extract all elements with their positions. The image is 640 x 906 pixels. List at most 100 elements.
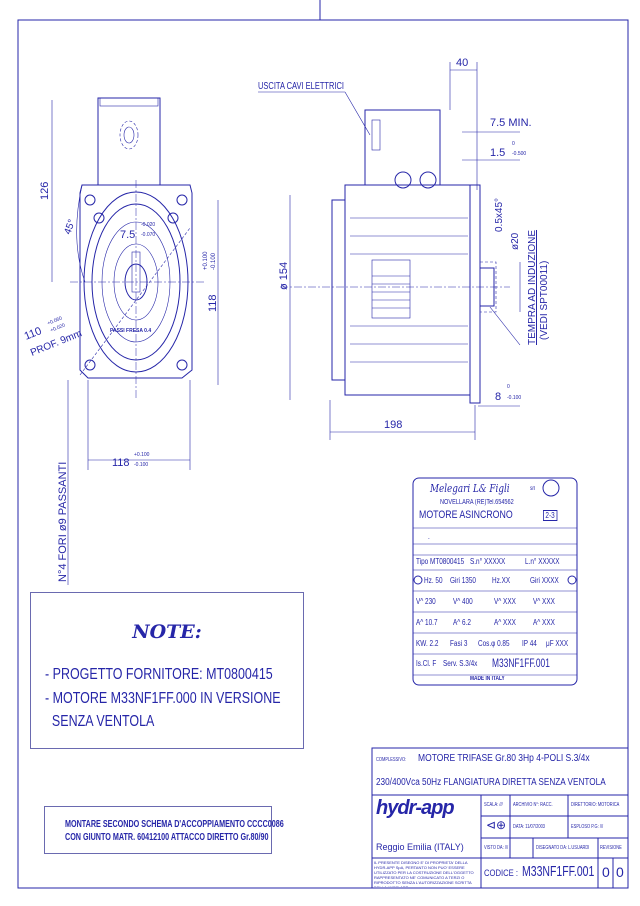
nameplate-maker: Melegari L& Figli [430,482,510,495]
side-flange [469,184,481,404]
dim-angle: 45° [62,218,78,236]
dim-diameter-20: ø20 [510,232,521,250]
cable-gland-hole [119,120,139,150]
dim-7-5-min: 7.5 MIN. [490,117,532,129]
nameplate-origin: MADE IN ITALY [470,676,505,682]
direttorio: DIRETTORIO: MOTORICA [571,802,620,808]
dim-diameter-154: ø 154 [278,262,290,290]
dim-chamfer: 0.5x45° [494,198,505,232]
nameplate-rivet-right [567,575,577,585]
nameplate-cell: Fasi 3 [450,639,468,648]
hydr-app-logo: hydr-app [376,797,455,819]
nameplate-grid [413,527,577,676]
nameplate-cell: V^ XXX [494,597,516,606]
visto: VISTO DA: /// [484,845,509,851]
front-view: 126 45° 7.5 -0.020 -0.070 118 +0.100 -0.… [23,97,219,585]
dim-118-horizontal: 118 [112,457,130,469]
esploso: ESPLOSO P.G: /// [571,824,604,830]
projection-symbol-icon: ⊲⊕ [486,818,507,832]
title-block-grid [371,747,629,889]
mounting-note-line: CON GIUNTO MATR. 60412100 ATTACCO DIRETT… [65,832,269,843]
nameplate-cell: S.n° XXXXX [470,557,506,566]
complesso-label: COMPLESSIVO: [376,757,407,763]
nameplate-outline [412,477,578,686]
ce-mark [542,479,560,497]
scala: SCALA: /// [484,802,503,808]
hardening-label: TEMPRA AD INDUZIONE [527,230,538,345]
location: Reggio Emilia (ITALY) [376,842,464,852]
nameplate-cell: V^ 400 [453,597,473,606]
side-view: USCITA CAVI ELETTRICI 40 7.5 MIN. 1.5 0 … [258,57,550,440]
dim-bore-tol-lower: +0.020 [50,322,67,333]
dim-keyway: 7.5 [120,229,135,241]
nameplate-cell: M33NF1FF.001 [492,656,550,670]
title-line-1: MOTORE TRIFASE Gr.80 3Hp 4-POLI S.3/4x [418,753,590,764]
nameplate-cell: L.n° XXXXX [525,557,560,566]
notes-title: NOTE: [132,621,202,643]
nameplate-cell: μF XXX [546,639,569,648]
motor-body [344,184,471,396]
dim-1-5-tol-upper: 0 [512,141,515,147]
dim-118-tol-upper: +0.100 [203,251,209,270]
cable-exit-label: USCITA CAVI ELETTRICI [258,81,344,92]
nameplate-cell: Cos.φ 0.85 [478,639,510,648]
dim-bore-tol-upper: +0.060 [47,315,64,326]
nameplate-cell: Giri 1350 [450,576,476,585]
dim-1-5-tol-lower: -0.500 [512,151,526,157]
nameplate-maker-suffix: srl [530,486,536,492]
codice-value: M33NF1FF.001 [522,863,595,880]
nameplate-cell: Is.Cl. F [416,659,437,668]
nameplate-cell: Serv. S.3/4x [443,659,478,668]
mounting-note-line: MONTARE SECONDO SCHEMA D'ACCOPPIAMENTO C… [65,819,284,830]
nameplate-cell: Hz.XX [492,576,511,585]
dim-bore: 110 [23,325,44,343]
nameplate-cell: V^ XXX [533,597,555,606]
hardening-ref: (VEDI SPT00011) [539,261,550,340]
dim-8-tol-upper: 0 [507,384,510,390]
dim-keyway-tol-lower: -0.070 [141,232,155,238]
archivio: ARCHIVIO N°: RACC. [513,802,553,808]
disegnato: DISEGNATO DA: L.USUARDI [536,845,590,851]
terminal-box [97,97,161,186]
dim-keyway-tol-upper: -0.020 [141,222,155,228]
holes-label: N°4 FORI ø9 PASSANTI [57,462,69,582]
dim-1-5: 1.5 [490,147,505,159]
nameplate-cell: IP 44 [522,639,537,648]
note-line: - MOTORE M33NF1FF.000 IN VERSIONE [45,690,281,707]
nameplate-cell: KW. 2.2 [416,639,439,648]
nameplate-type-title: MOTORE ASINCRONO [419,509,513,521]
dim-126: 126 [39,182,51,200]
nameplate-cell: Hz. 50 [424,576,443,585]
note-line: SENZA VENTOLA [45,713,155,730]
drawing-frame [17,19,629,889]
nameplate-cell: A^ XXX [494,618,516,627]
nameplate-class-mark: 2-3 [543,510,558,521]
nameplate-cell: V^ 230 [416,597,436,606]
dim-118-tol-lower: -0.100 [211,252,217,270]
nameplate-cell: A^ XXX [533,618,555,627]
data: DATA: 11/07/2003 [513,824,546,830]
revision-value: 0 [616,864,624,880]
dim-198: 198 [384,419,402,431]
revisione-label: REVISIONE [600,845,622,851]
dim-118h-tol-upper: +0.100 [134,452,150,458]
cable-gland [371,119,381,151]
mounting-note-box: MONTARE SECONDO SCHEMA D'ACCOPPIAMENTO C… [44,806,284,854]
nameplate-cell: Giri XXXX [530,576,559,585]
dim-8: 8 [495,391,501,403]
nameplate-cell: Tipo MT0800415 [416,557,465,566]
nameplate-small [371,259,411,319]
nameplate-cell: A^ 6.2 [453,618,471,627]
title-line-2: 230/400Vca 50Hz FLANGIATURA DIRETTA SENZ… [376,777,606,788]
nameplate-blank-line: . [428,532,430,541]
nameplate-cell: A^ 10.7 [416,618,438,627]
nameplate-rivet-left [413,575,423,585]
revision-value: 0 [602,864,610,880]
dim-40: 40 [456,57,468,69]
note-line: - PROGETTO FORNITORE: MT0800415 [45,666,273,683]
codice-label: CODICE : [484,868,519,878]
mill-label: PASSI FRESA 0.4 [110,328,151,334]
disclaimer: IL PRESENTE DISEGNO E' DI PROPRIETA' DEL… [374,860,474,887]
notes-box: NOTE: - PROGETTO FORNITORE: MT0800415 - … [30,592,304,749]
